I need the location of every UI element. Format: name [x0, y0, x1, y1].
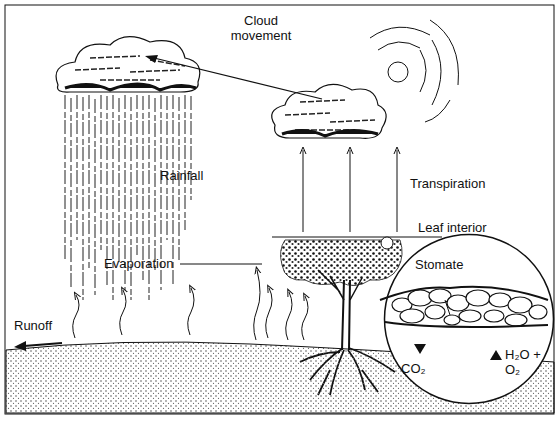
magnifier-link: [381, 237, 393, 249]
runoff-arrow: [14, 341, 62, 351]
circle-outline: [383, 233, 555, 405]
transpiration-cloud: [272, 84, 387, 138]
process-label: Evaporation: [104, 256, 214, 271]
cloud-movement-arrow: [145, 55, 322, 99]
evaporation-leader: [180, 264, 262, 265]
transpiration-arrows: [303, 150, 397, 232]
process-label: Transpiration: [410, 176, 530, 191]
sun: [370, 20, 458, 122]
process-label: Cloud movement: [226, 13, 296, 43]
node-text: Stomate: [415, 257, 495, 272]
process-label: Runoff: [14, 318, 94, 333]
evaporation-arrows: [73, 270, 308, 340]
leaf-interior-line: [272, 237, 442, 238]
process-label: Rainfall: [160, 168, 250, 183]
process-label: Leaf interior: [418, 220, 538, 235]
magnifier-circle: StomateCO₂ H₂O + O₂: [383, 233, 555, 405]
node-text: H₂O + O₂: [505, 347, 549, 377]
node-text: CO₂: [401, 361, 451, 376]
frame: [5, 5, 554, 414]
